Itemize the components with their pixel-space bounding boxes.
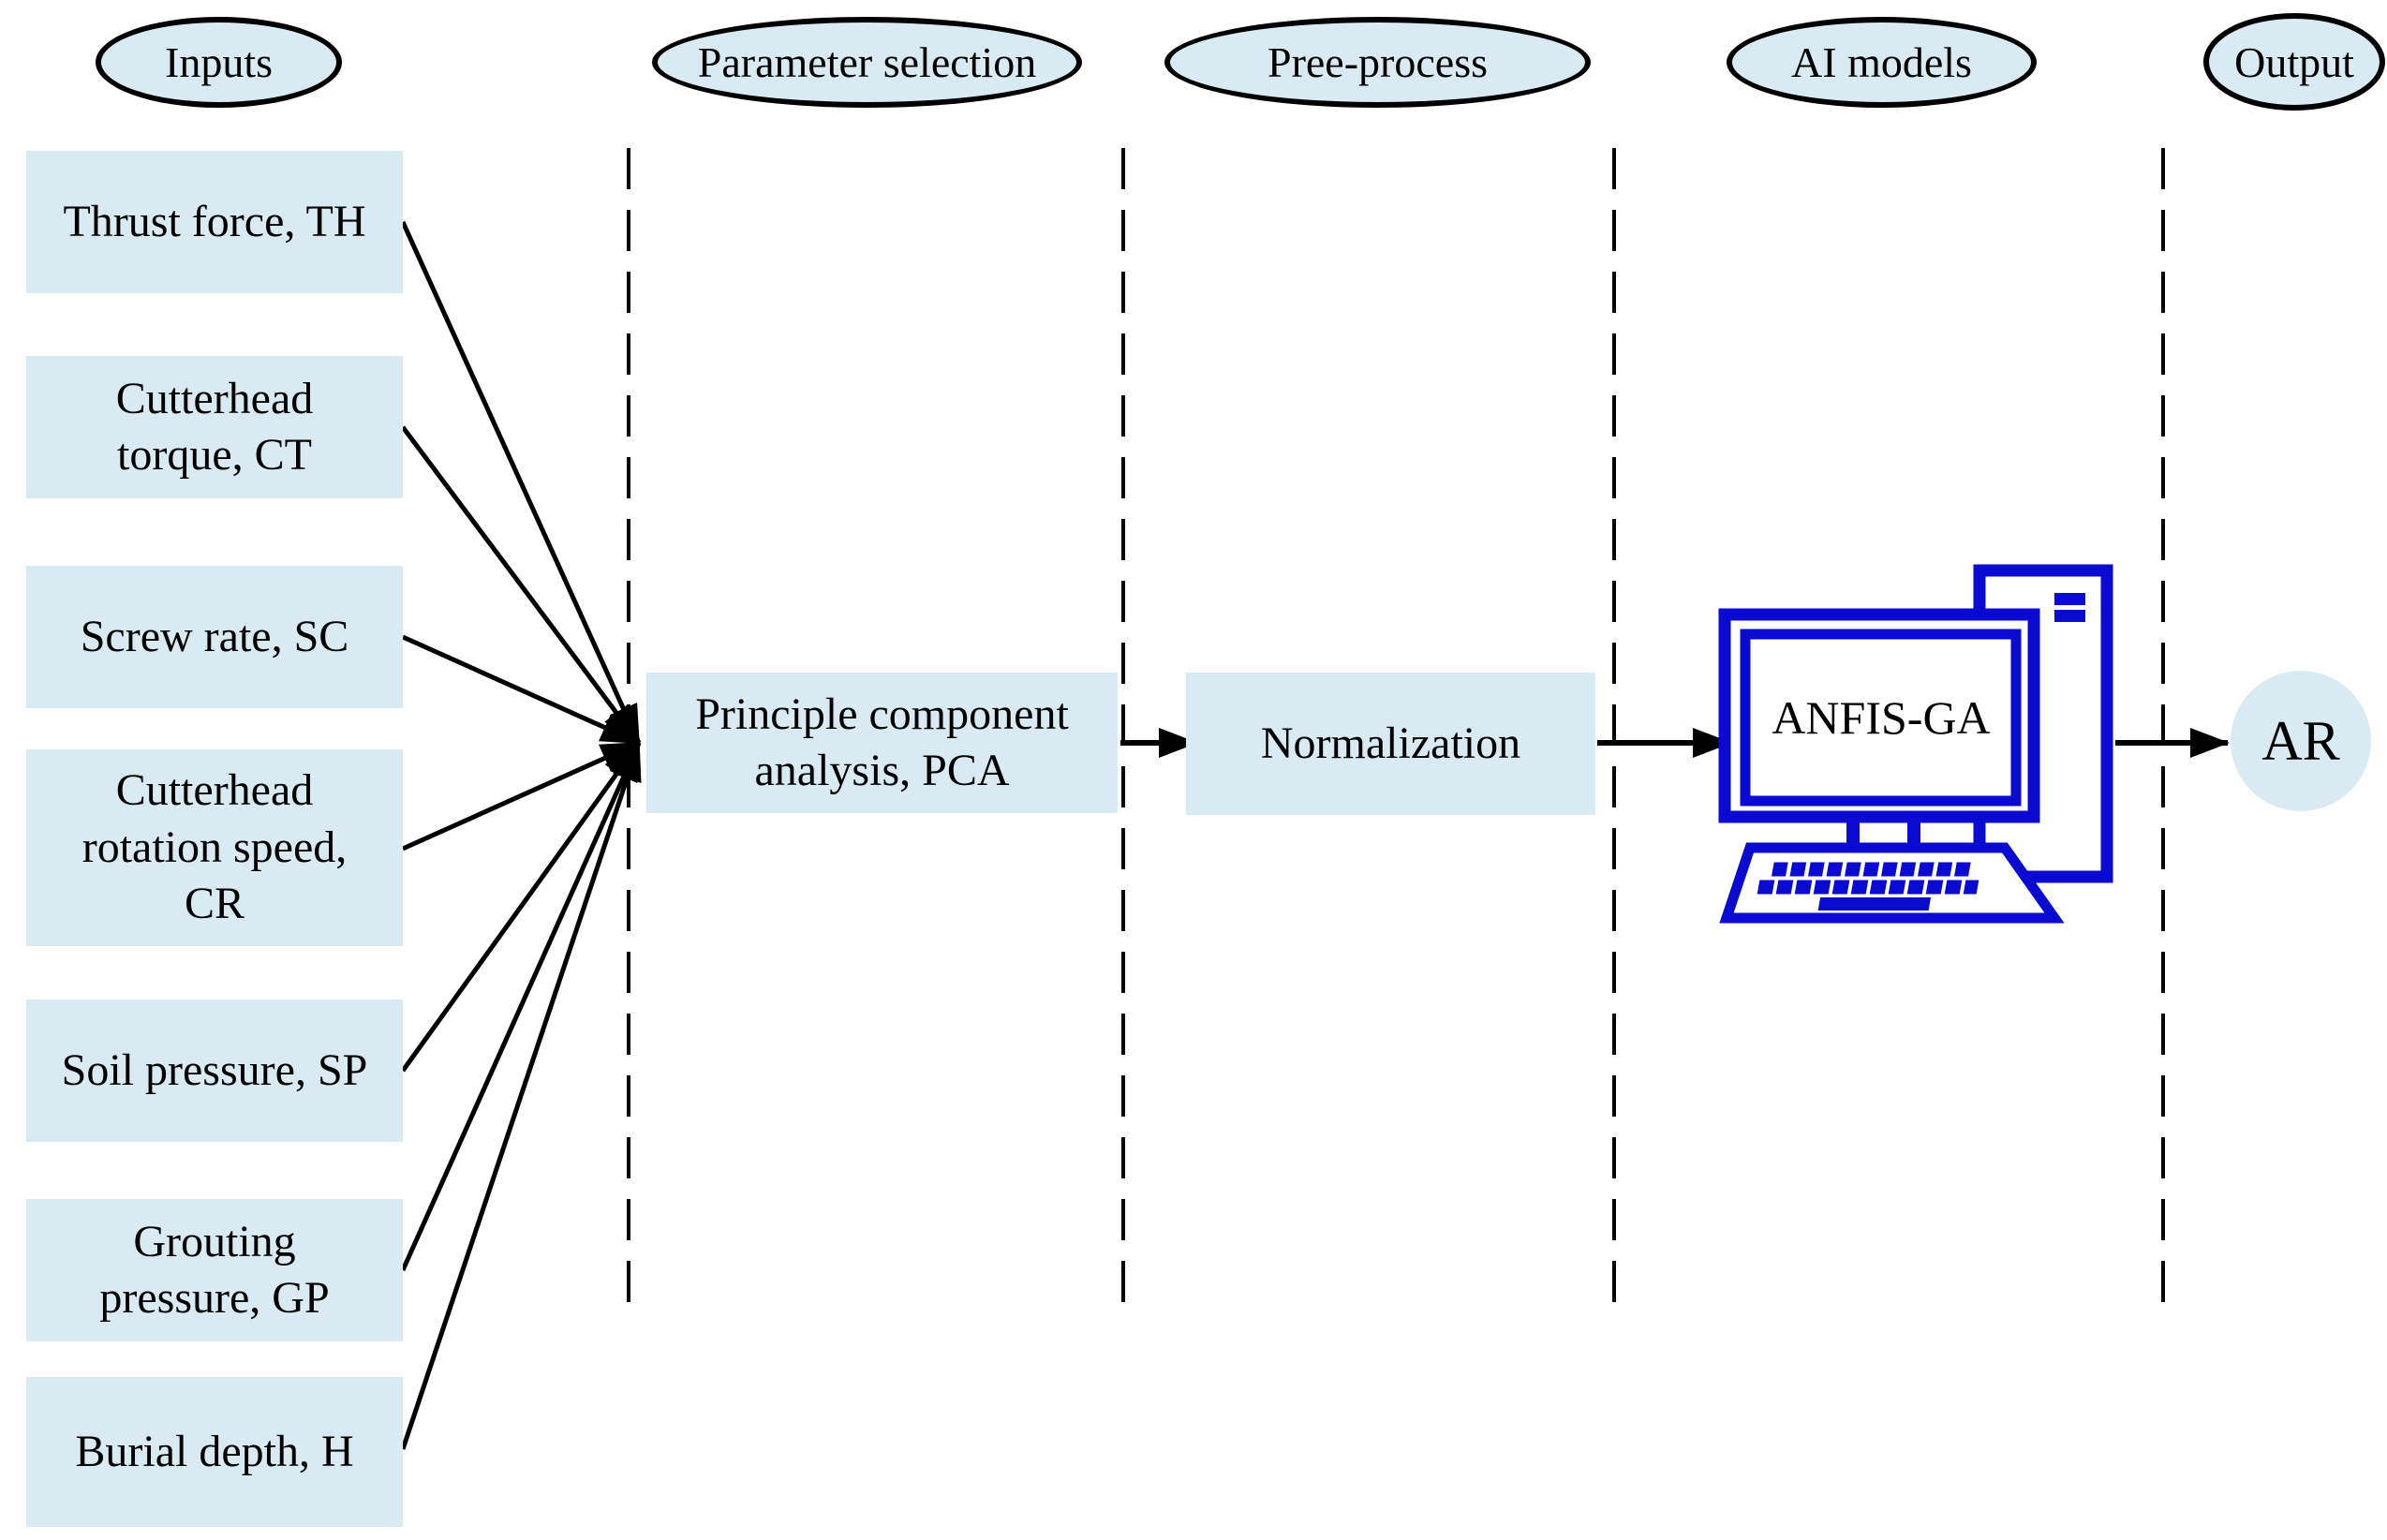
output-circle: AR (2231, 671, 2371, 811)
connector-line-soil-pressure (400, 741, 642, 1073)
input-box-thrust-force: Thrust force, TH (26, 151, 403, 293)
tower-drive-slot (2054, 610, 2085, 622)
keyboard-keys (1757, 862, 1979, 911)
normalization-box: Normalization (1186, 673, 1595, 815)
tower-drive-slot (2054, 593, 2085, 605)
output-label: AR (2261, 709, 2340, 772)
input-box-cutterhead-rotation-speed: Cutterhead rotation speed, CR (26, 749, 403, 946)
monitor-screen (1740, 629, 2022, 807)
stage-ellipse-output: Output (2203, 13, 2385, 111)
stage-label: Output (2234, 37, 2354, 86)
model-name: ANFIS-GA (1772, 691, 1991, 744)
connector-line-grouting-pressure (400, 741, 642, 1272)
input-label: Burial depth, H (75, 1426, 354, 1476)
stage-ellipse-ai-models: AI models (1727, 17, 2037, 108)
computer-icon (1718, 564, 2113, 924)
stage-ellipse-inputs: Inputs (96, 17, 342, 108)
stage-label: Pree-process (1267, 38, 1488, 86)
stage-label: Inputs (165, 38, 273, 86)
connector-line-thrust-force (400, 220, 642, 745)
input-box-screw-rate: Screw rate, SC (26, 566, 403, 708)
pca-label: Principle component analysis, PCA (695, 689, 1069, 795)
input-box-grouting-pressure: Grouting pressure, GP (26, 1199, 403, 1341)
input-box-burial-depth: Burial depth, H (26, 1377, 403, 1527)
connector-line-screw-rate (401, 634, 641, 746)
input-box-soil-pressure: Soil pressure, SP (26, 1000, 403, 1142)
input-box-cutterhead-torque: Cutterhead torque, CT (26, 356, 403, 498)
stage-label: AI models (1791, 38, 1972, 86)
input-label: Cutterhead torque, CT (115, 373, 314, 480)
input-label: Thrust force, TH (63, 196, 366, 246)
model-screen-label: ANFIS-GA (1750, 639, 2012, 796)
stage-label: Parameter selection (697, 38, 1037, 86)
input-label: Soil pressure, SP (61, 1044, 368, 1095)
input-label: Grouting pressure, GP (99, 1216, 330, 1323)
input-label: Screw rate, SC (80, 611, 349, 661)
connector-line-cutterhead-rotation (401, 740, 641, 851)
normalization-label: Normalization (1260, 718, 1521, 768)
connector-line-burial-depth (400, 741, 642, 1450)
stage-ellipse-parameter-selection: Parameter selection (652, 17, 1082, 108)
input-label: Cutterhead rotation speed, CR (82, 765, 348, 929)
pca-box: Principle component analysis, PCA (646, 673, 1118, 813)
connector-line-cutterhead-torque (400, 425, 642, 745)
stage-ellipse-pree-process: Pree-process (1164, 17, 1591, 108)
